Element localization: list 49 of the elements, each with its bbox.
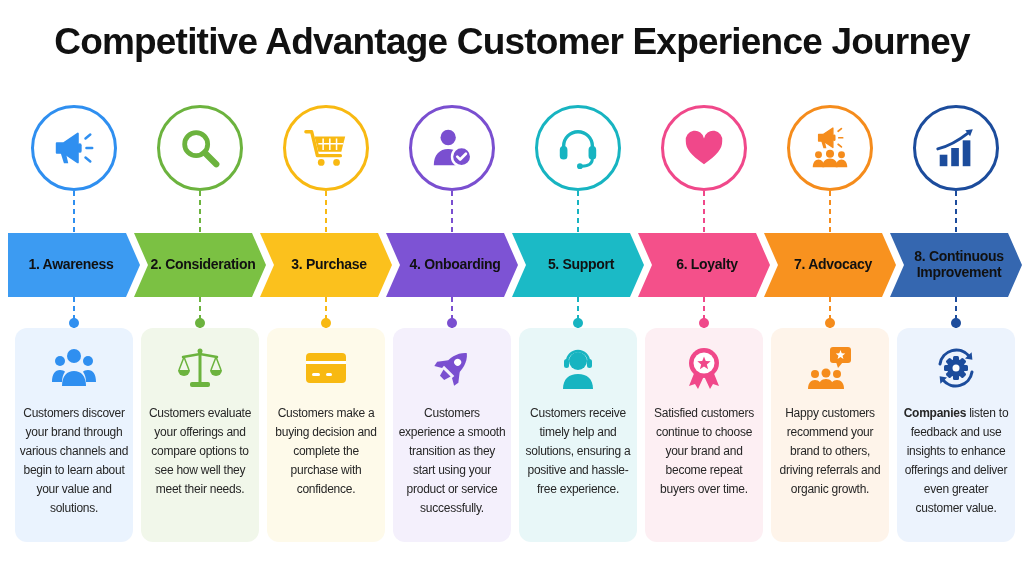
step-title: 8. Continuous Improvement [913, 249, 1005, 281]
description-card [771, 328, 889, 542]
description-card [393, 328, 511, 542]
step-description: Companies listen to feedback and use insights to enhance offerings and deliver even greater customer value. [902, 405, 1010, 517]
step-title: 2. Consideration [150, 257, 256, 273]
step-description: Satisfied customers continue to choose your brand and become repeat buyers over time. [653, 405, 755, 498]
dashed-connector [69, 296, 79, 329]
dashed-connector [73, 190, 75, 234]
title: Competitive Advantage Customer Experience Journey [54, 20, 970, 64]
step-description: Customers evaluate your offerings and compare options to see how well they meet their needs. [147, 405, 253, 498]
dashed-connector [451, 190, 453, 234]
dashed-connector [199, 190, 201, 234]
dashed-connector [699, 296, 709, 329]
dashed-connector [703, 190, 705, 234]
dashed-connector [955, 190, 957, 234]
dashed-connector [951, 296, 961, 329]
step-title: 7. Advocacy [794, 257, 872, 273]
step-description: Customers make a buying decision and complete the purchase with confidence. [274, 405, 378, 498]
description-card [267, 328, 385, 542]
dashed-connector [447, 296, 457, 329]
dashed-connector [825, 296, 835, 329]
description-card [15, 328, 133, 542]
description-card [519, 328, 637, 542]
dashed-connector [195, 296, 205, 329]
dashed-connector [829, 190, 831, 234]
dashed-connector [573, 296, 583, 329]
chevron-step [260, 233, 392, 297]
step-title: 1. Awareness [28, 257, 114, 273]
description-card [141, 328, 259, 542]
description-card [897, 328, 1015, 542]
step-description: Customers discover your brand through various channels and begin to learn about your value and solutions. [19, 405, 129, 517]
chevron-step [764, 233, 896, 297]
step-title: 5. Support [547, 257, 615, 273]
chevron-step [638, 233, 770, 297]
chevron-step [890, 233, 1022, 297]
chevron-step [8, 233, 140, 297]
step-title: 6. Loyalty [676, 257, 738, 273]
dashed-connector [325, 190, 327, 234]
dashed-connector [321, 296, 331, 329]
step-description: Happy customers recommend your brand to others, driving referrals and organic growth. [778, 405, 882, 498]
chevron-step [134, 233, 266, 297]
dashed-connector [577, 190, 579, 234]
chevron-step [386, 233, 518, 297]
step-description: Customers experience a smooth transition as they start using your product or service successfully. [397, 405, 507, 517]
step-title: 3. Purchase [291, 257, 367, 273]
chevron-step [512, 233, 644, 297]
step-title: 4. Onboarding [409, 257, 501, 273]
step-description: Customers receive timely help and solutions, ensuring a positive and hassle-free experience. [524, 405, 632, 498]
description-card [645, 328, 763, 542]
